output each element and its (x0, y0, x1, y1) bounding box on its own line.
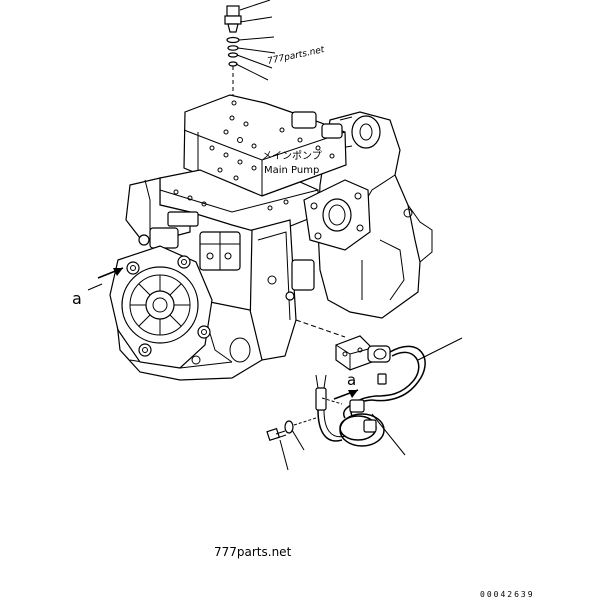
part-label-jp: メインポンプ (262, 150, 322, 162)
drawing-number: 00042639 (480, 590, 535, 599)
front-cover-flange (109, 234, 295, 369)
callout-leaders-top (235, 0, 276, 81)
callout-leaders-lower (279, 337, 463, 471)
view-arrow-left (87, 267, 124, 291)
view-marker-right: a (347, 371, 356, 389)
valve-block-ports (209, 100, 335, 181)
bolt-washer (266, 417, 317, 442)
watermark-bottom: 777parts.net (214, 545, 292, 559)
watermark-top: 777parts.net (267, 45, 326, 67)
part-label-en: Main Pump (264, 165, 319, 176)
sensor-harness (295, 319, 426, 447)
flange-bolts (126, 234, 295, 357)
view-arrow-right (333, 389, 359, 400)
view-marker-left: a (72, 289, 82, 308)
relief-valve-stack (224, 5, 242, 100)
mid-plate-ports (173, 189, 289, 211)
